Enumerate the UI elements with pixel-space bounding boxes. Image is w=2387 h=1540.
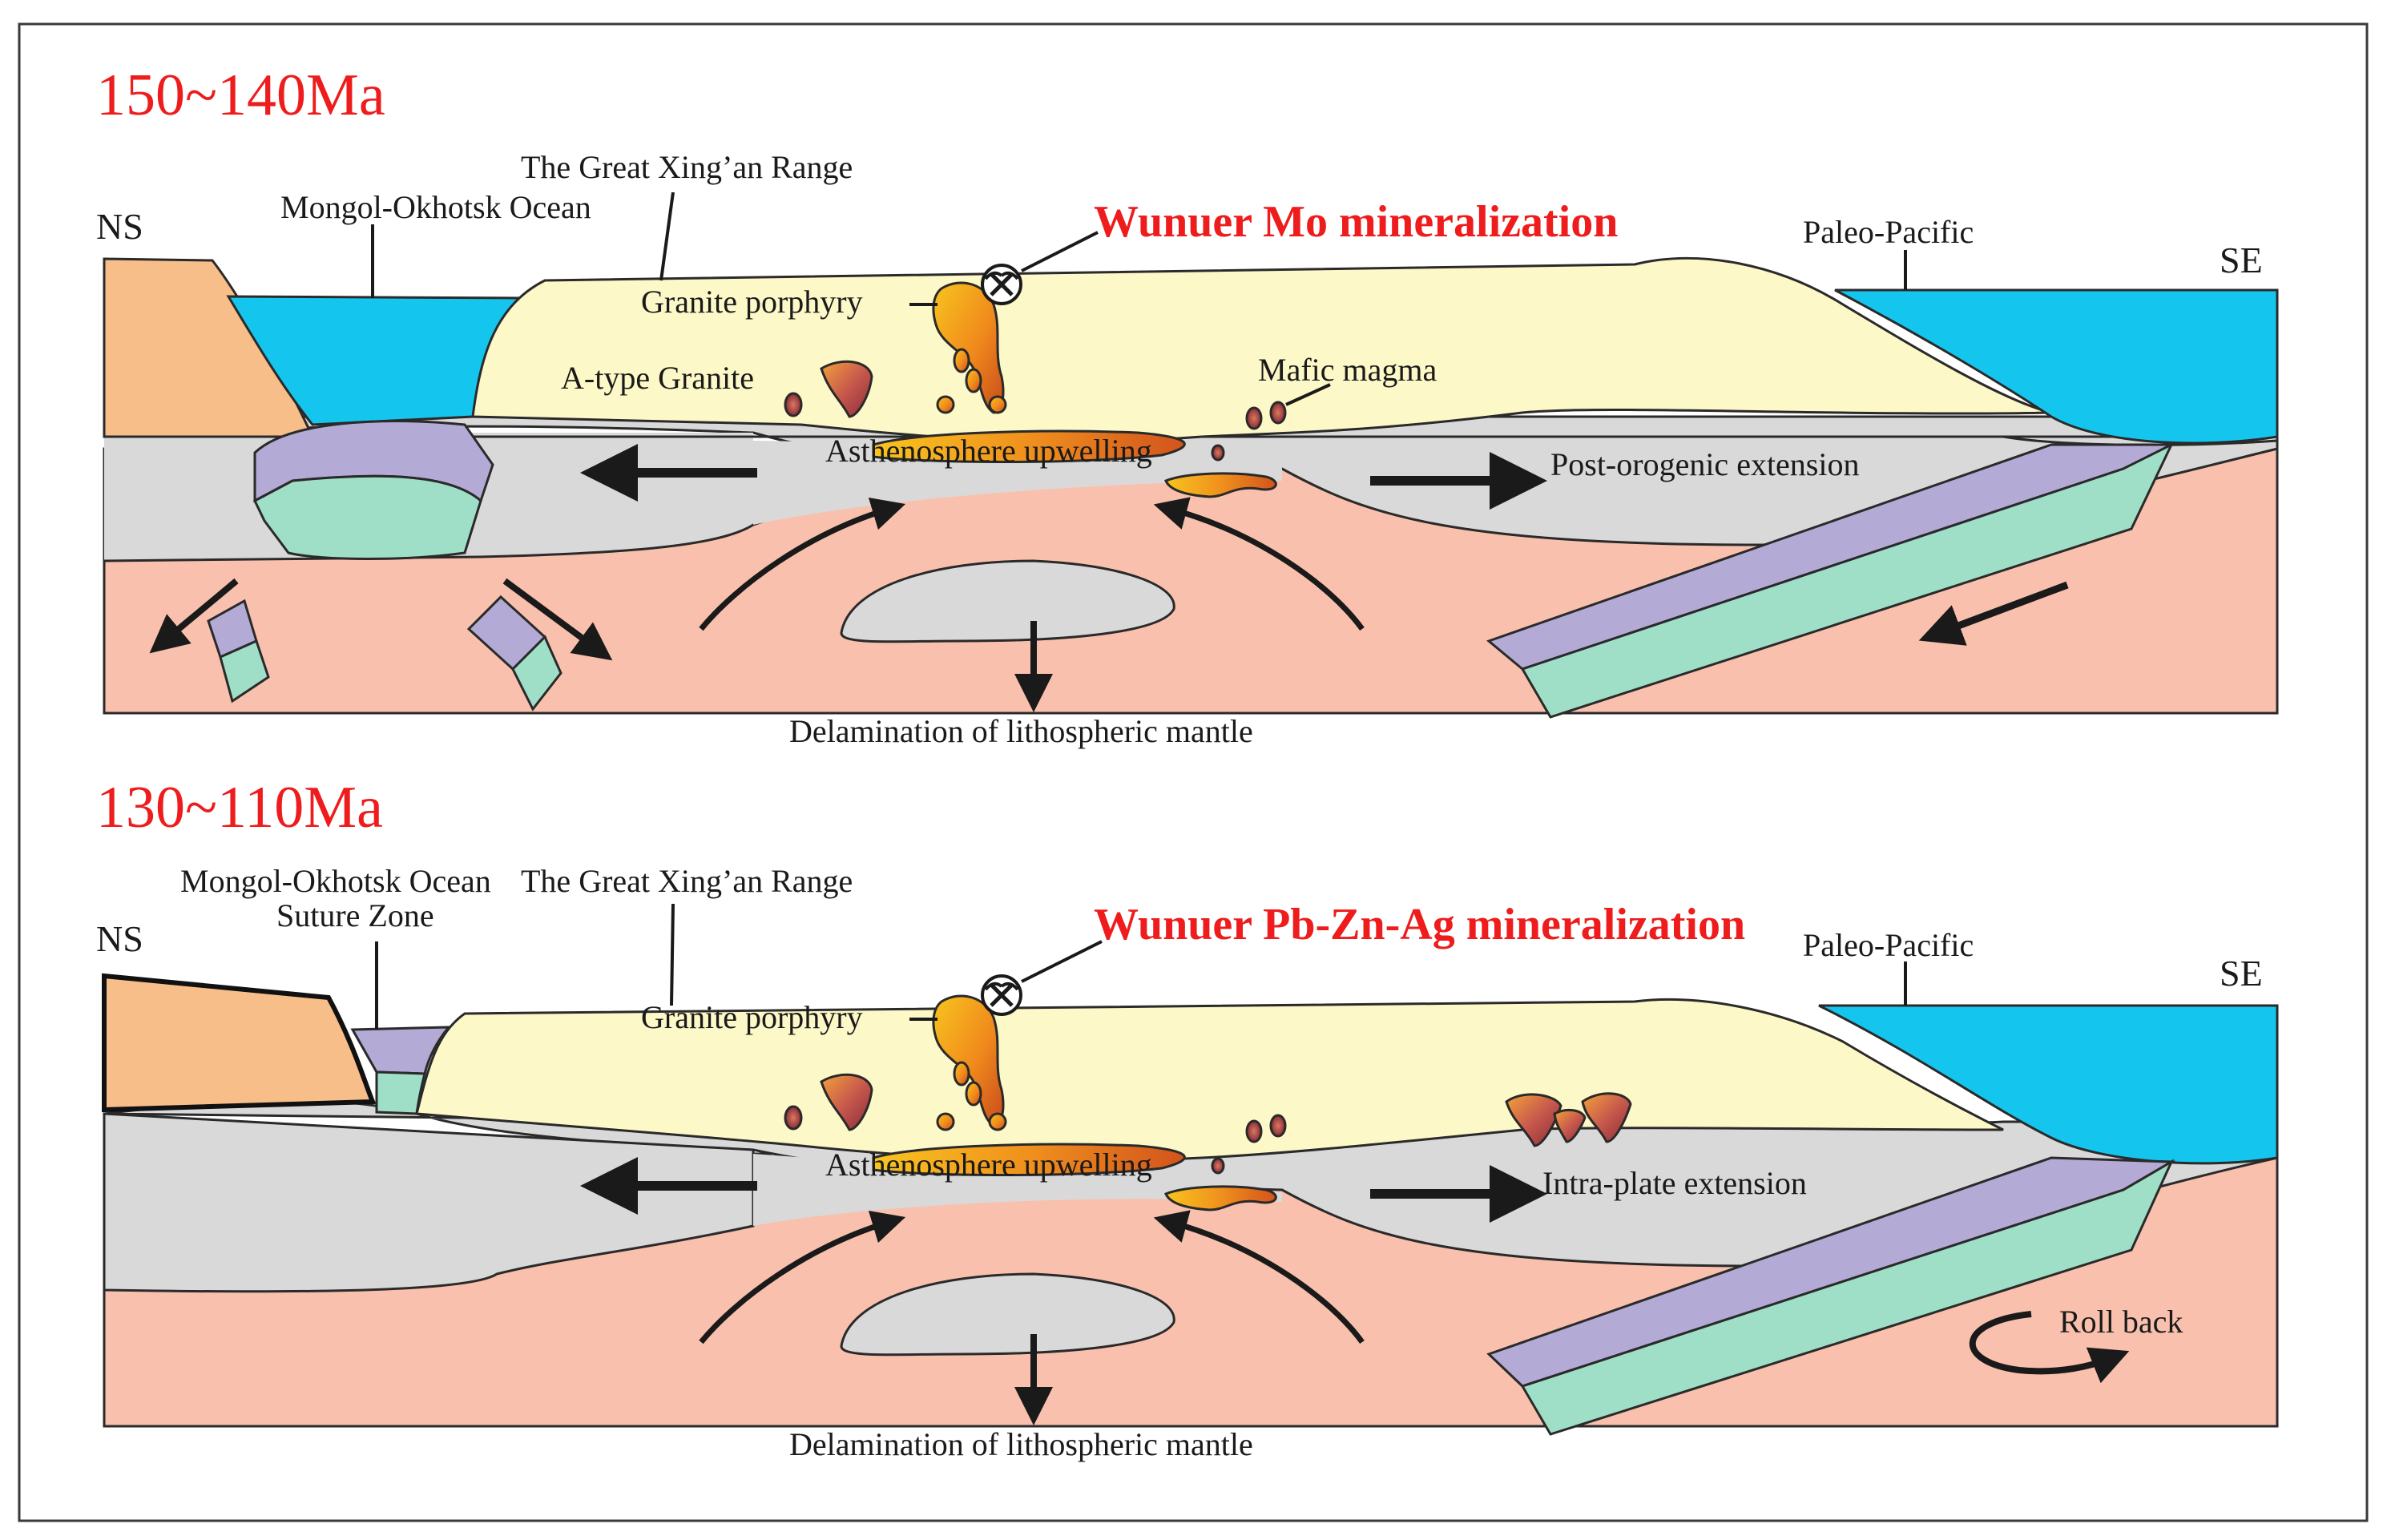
range-leader (659, 191, 675, 281)
panel-2-mineralization-title: Wunuer Pb-Zn-Ag mineralization (1094, 900, 1745, 949)
panel-1-mineralization-title: Wunuer Mo mineralization (1094, 197, 1618, 247)
panel-2-upwelling-label: Asthenosphere upwelling (825, 1147, 1152, 1183)
falling-blocks (207, 595, 562, 712)
magma-drops (936, 348, 1007, 414)
mafic-leader (1285, 383, 1331, 406)
a-type-granite-body (820, 360, 873, 418)
mafic-magma-drops (1211, 401, 1287, 462)
arrow-block-right-icon (502, 578, 613, 661)
panel-1-ocean-label: Mongol-Okhotsk Ocean (280, 189, 591, 225)
magma-tongue (1164, 1185, 1277, 1211)
delaminating-block-bottom (253, 474, 482, 560)
mine-symbol-icon (981, 264, 1022, 305)
panel-1-atype-label: A-type Granite (561, 360, 754, 396)
mafic-magma-drops (1211, 1114, 1287, 1175)
panel-2-extension-label: Intra-plate extension (1542, 1165, 1807, 1201)
panel-1-pacific-label: Paleo-Pacific (1803, 214, 1974, 250)
a-type-granite-drop (784, 392, 803, 417)
mineralization-leader (1021, 231, 1099, 272)
panel-1-extension-label: Post-orogenic extension (1550, 446, 1860, 482)
asthenosphere-magma-lens (872, 1143, 1186, 1176)
paleo-pacific-ocean (1818, 1004, 2279, 1165)
panel-2-right-direction: SE (2220, 953, 2263, 994)
mine-symbol-icon (981, 974, 1022, 1016)
panel-2-porphyry-label: Granite porphyry (641, 999, 863, 1035)
panel-2-age-title: 130~110Ma (96, 775, 383, 841)
panel-2-range-label: The Great Xing’an Range (521, 863, 853, 899)
panel-2-pacific-label: Paleo-Pacific (1803, 927, 1974, 963)
panel-1: 150~140Ma (96, 62, 2279, 749)
arrow-block-left-icon (149, 578, 239, 654)
slab-bottom-layer (1520, 1159, 2175, 1436)
delaminated-mantle-blob (840, 559, 1175, 643)
curved-arrow-left-icon (699, 497, 906, 631)
panel-1-left-direction: NS (96, 206, 143, 247)
mineralization-leader (1021, 940, 1103, 983)
curved-arrow-left-icon (699, 1210, 906, 1344)
asthenosphere-magma-lens (872, 429, 1186, 463)
craton-block (102, 973, 377, 1113)
magma-drops (936, 1061, 1007, 1131)
panel-1-delamination-label: Delamination of lithospheric mantle (789, 713, 1253, 749)
magma-tongue (1164, 472, 1277, 498)
panel-2-left-direction: NS (96, 918, 143, 959)
panel-1-mafic-label: Mafic magma (1258, 352, 1437, 388)
range-leader (670, 903, 675, 1006)
paleo-pacific-ocean (1834, 288, 2279, 445)
arrow-slab-icon (1918, 581, 2069, 646)
a-type-granite-drop (784, 1105, 803, 1131)
panel-2-delamination-label: Delamination of lithospheric mantle (789, 1426, 1253, 1462)
curved-arrow-right-icon (1153, 1210, 1365, 1344)
panel-1-porphyry-label: Granite porphyry (641, 284, 863, 320)
panel-2-ocean-label-line2: Suture Zone (276, 897, 434, 933)
panel-2-rollback-label: Roll back (2059, 1304, 2183, 1340)
panel-1-range-label: The Great Xing’an Range (521, 149, 853, 185)
curved-arrow-right-icon (1153, 497, 1365, 631)
panel-2: 130~110Ma (96, 775, 2279, 1462)
rollback-arrow-icon (1969, 1311, 2130, 1384)
panel-1-age-title: 150~140Ma (96, 62, 385, 128)
panel-1-right-direction: SE (2220, 240, 2263, 280)
intra-plate-granites (1505, 1092, 1632, 1147)
delaminated-mantle-blob (840, 1272, 1175, 1357)
a-type-granite-body (820, 1073, 873, 1131)
panel-2-ocean-label-line1: Mongol-Okhotsk Ocean (180, 863, 491, 899)
panel-1-upwelling-label: Asthenosphere upwelling (825, 433, 1152, 469)
slab-bottom-layer (1520, 441, 2175, 719)
